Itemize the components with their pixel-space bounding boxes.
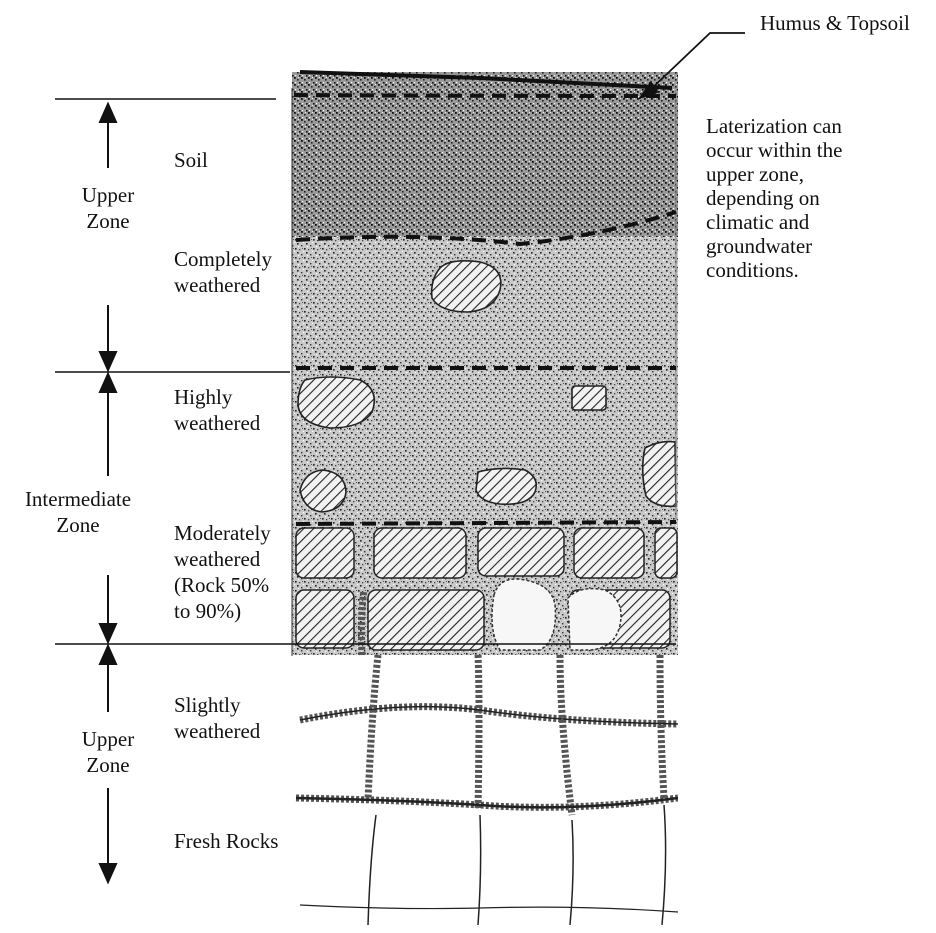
zone-label-lower: Upper Zone bbox=[58, 726, 158, 778]
layer-label-slightly-weathered: Slightly weathered bbox=[174, 692, 260, 744]
layer-label-highly-weathered: Highly weathered bbox=[174, 384, 260, 436]
fresh-rock-layer bbox=[292, 800, 678, 930]
zone-label-intermediate: Intermediate Zone bbox=[0, 486, 156, 538]
humus-leader bbox=[640, 33, 745, 98]
layer-label-moderately-weathered: Moderately weathered (Rock 50% to 90%) bbox=[174, 520, 271, 624]
layer-label-soil: Soil bbox=[174, 147, 208, 173]
laterization-note: Laterization can occur within the upper … bbox=[706, 114, 842, 282]
humus-topsoil-label: Humus & Topsoil bbox=[760, 10, 910, 36]
layer-label-fresh-rocks: Fresh Rocks bbox=[174, 828, 278, 854]
slightly-weathered-layer bbox=[292, 655, 678, 800]
zone-label-upper: Upper Zone bbox=[58, 182, 158, 234]
layer-label-completely-weathered: Completely weathered bbox=[174, 246, 272, 298]
